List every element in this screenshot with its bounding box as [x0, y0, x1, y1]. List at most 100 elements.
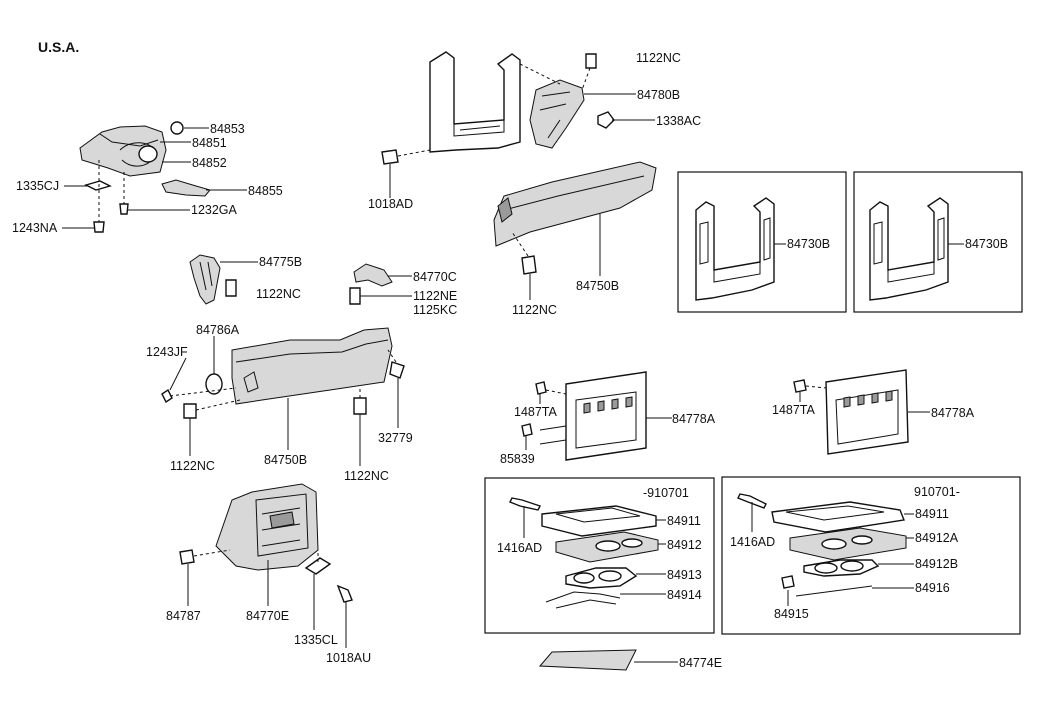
- clip-1487ta-b-shape: [793, 379, 807, 393]
- clip-1335cl-shape: [304, 557, 332, 575]
- screw-1232ga-shape: [119, 203, 129, 215]
- bracket-84775b-group: [189, 254, 258, 305]
- bezel-84778a-a-shape: [565, 371, 647, 461]
- label-84730b-b: 84730B: [965, 237, 1008, 251]
- tray-left-group: [509, 497, 666, 609]
- frame-84780b-shape: [429, 51, 521, 153]
- label-84912: 84912: [667, 538, 702, 552]
- label-84912b: 84912B: [915, 557, 958, 571]
- label-84786a: 84786A: [196, 323, 240, 337]
- pin-84916-shape: [795, 585, 873, 597]
- label-84750b-b: 84750B: [576, 279, 619, 293]
- bezel-84778a-b-shape: [825, 369, 909, 455]
- nut-1338ac-shape: [597, 111, 615, 129]
- column-cover-hole: [138, 145, 158, 163]
- bolt-84853-shape: [170, 121, 184, 135]
- range-label-left: -910701: [643, 486, 689, 500]
- tray-box-right: [721, 476, 1021, 635]
- lower-panel-84750b-group: [161, 327, 405, 466]
- label-84770c: 84770C: [413, 270, 457, 284]
- label-84915: 84915: [774, 607, 809, 621]
- box-84770e-group: [179, 483, 353, 648]
- bezel-84778a-a-group: [521, 371, 672, 461]
- tray-right-group: [737, 493, 914, 606]
- frame-84730b-box-a: [677, 171, 847, 313]
- clip-1487ta-a-shape: [535, 381, 547, 395]
- label-1122nc-d: 1122NC: [512, 303, 557, 317]
- label-32779: 32779: [378, 431, 413, 445]
- label-84911-b: 84911: [915, 507, 949, 521]
- lower-panel-84750b-shape: [231, 327, 393, 405]
- label-84913: 84913: [667, 568, 702, 582]
- label-84916: 84916: [915, 581, 950, 595]
- frame-84780b-group: [381, 51, 655, 198]
- cap-84787-shape: [179, 549, 195, 565]
- bezel-84778a-b-group: [793, 369, 930, 455]
- label-1338ac: 1338AC: [656, 114, 701, 128]
- label-1122nc-a: 1122NC: [256, 287, 301, 301]
- label-1243na: 1243NA: [12, 221, 58, 235]
- frame-84730b-b-group: [869, 197, 964, 301]
- bracket-84775b-shape: [189, 254, 221, 305]
- label-84914: 84914: [667, 588, 702, 602]
- label-1487ta-b: 1487TA: [772, 403, 816, 417]
- label-1416ad-a: 1416AD: [497, 541, 542, 555]
- clip-32779-shape: [389, 361, 405, 379]
- label-84778a-b: 84778A: [931, 406, 975, 420]
- label-84770e: 84770E: [246, 609, 289, 623]
- label-85839: 85839: [500, 452, 535, 466]
- label-1243jf: 1243JF: [146, 345, 188, 359]
- tray-box-left: [484, 477, 715, 634]
- label-1335cl: 1335CL: [294, 633, 338, 647]
- spring-84914-shape: [545, 591, 621, 609]
- screw-1243jf-shape: [161, 388, 173, 404]
- bolt-1122nc-top-shape: [585, 53, 597, 69]
- label-1018au: 1018AU: [326, 651, 371, 665]
- screw-1416ad-a-shape: [509, 497, 541, 511]
- label-84851: 84851: [192, 136, 227, 150]
- bracket-84855-shape: [161, 179, 211, 197]
- label-84855: 84855: [248, 184, 283, 198]
- bracket-84770c-shape: [353, 263, 393, 287]
- tray-84912a-shape: [789, 527, 907, 561]
- clip-1335cj-shape: [84, 180, 112, 191]
- label-84911-a: 84911: [667, 514, 701, 528]
- label-84780b: 84780B: [637, 88, 680, 102]
- glove-box-84750b-group: [493, 161, 657, 300]
- label-1122nc-b: 1122NC: [170, 459, 215, 473]
- region-label: U.S.A.: [38, 39, 79, 55]
- screw-1018ad-shape: [381, 149, 399, 165]
- bracket-84780b-shape: [529, 79, 585, 149]
- label-84775b: 84775B: [259, 255, 302, 269]
- tray-84911-a-shape: [541, 505, 657, 537]
- bolt-1122ne-shape: [349, 287, 361, 305]
- label-84853: 84853: [210, 122, 245, 136]
- box-84770e-shape: [215, 483, 319, 571]
- label-84787: 84787: [166, 609, 201, 623]
- frame-84730b-box-b: [853, 171, 1023, 313]
- screw-1416ad-b-shape: [737, 493, 767, 509]
- mat-84774e-shape: [538, 649, 637, 671]
- screw-1243na-shape: [93, 221, 105, 233]
- label-1416ad-b: 1416AD: [730, 535, 775, 549]
- range-label-right: 910701-: [914, 485, 960, 499]
- label-1122ne: 1122NE: [413, 289, 457, 303]
- label-84730b-a: 84730B: [787, 237, 830, 251]
- label-1018ad: 1018AD: [368, 197, 413, 211]
- mat-84774e-group: [538, 649, 678, 671]
- label-1335cj: 1335CJ: [16, 179, 59, 193]
- spring-84915-shape: [781, 575, 795, 589]
- clip-85839-shape: [521, 423, 533, 437]
- frame-84730b-a-group: [695, 197, 786, 301]
- column-cover-shape: [79, 125, 167, 177]
- label-1122nc-c: 1122NC: [344, 469, 389, 483]
- label-84852: 84852: [192, 156, 227, 170]
- label-1125kc: 1125KC: [413, 303, 457, 317]
- steering-column-cover-group: [62, 121, 247, 233]
- bracket-84770c-group: [349, 263, 412, 305]
- label-84778a-a: 84778A: [672, 412, 716, 426]
- label-84912a: 84912A: [915, 531, 959, 545]
- glove-box-84750b-shape: [493, 161, 657, 247]
- screw-1018au-shape: [336, 584, 353, 603]
